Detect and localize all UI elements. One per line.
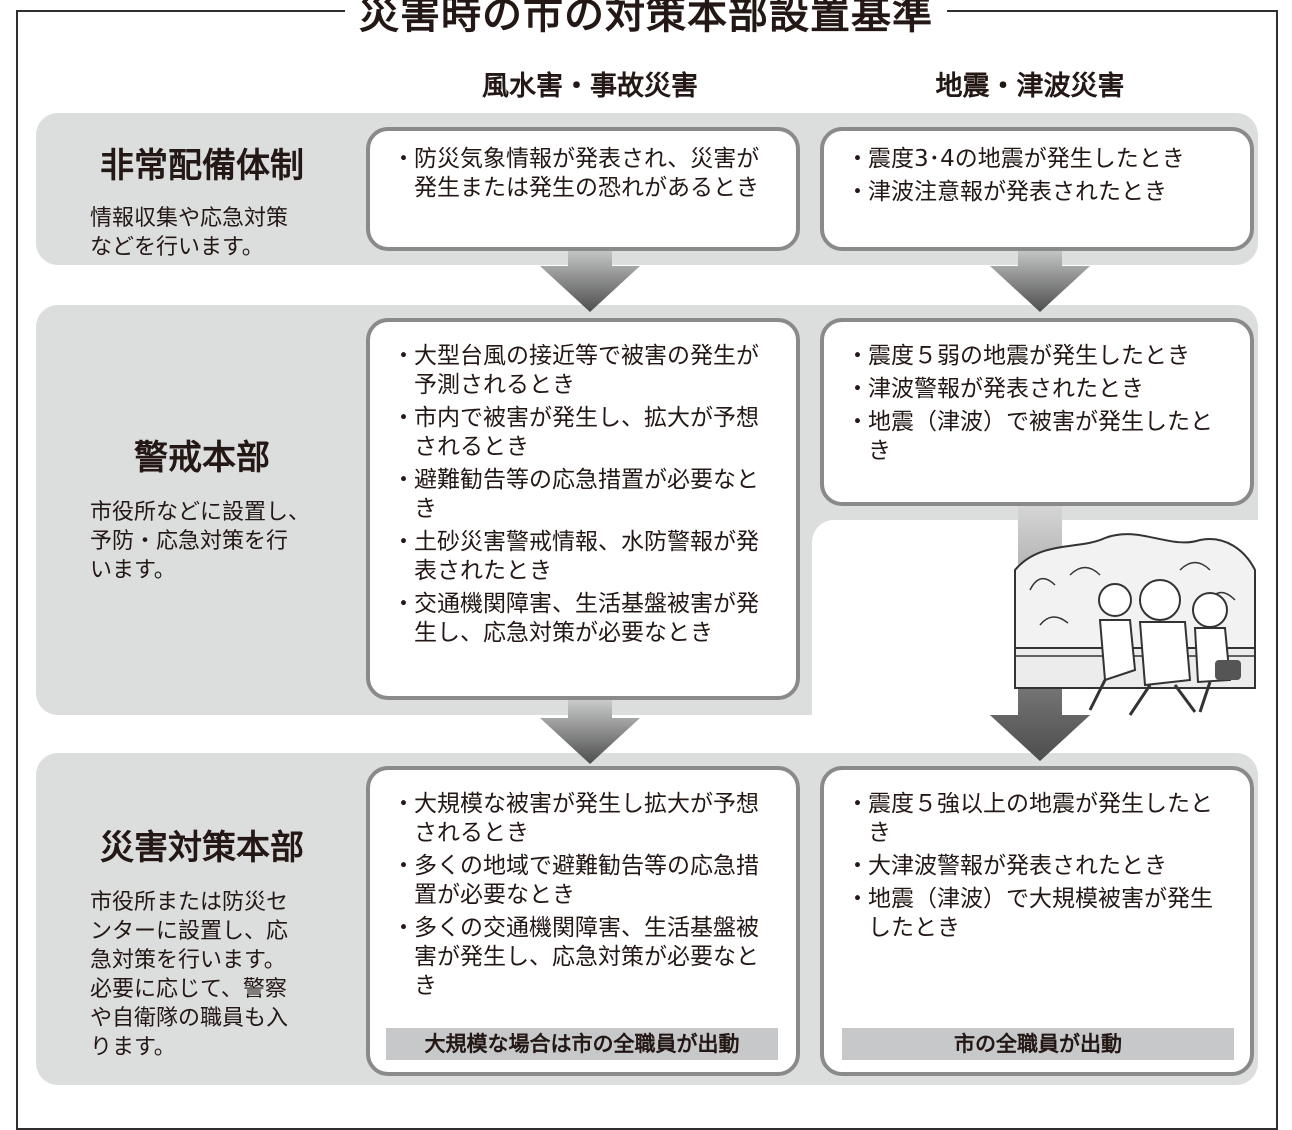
- level-desc-line: 情報収集や応急対策: [90, 206, 289, 231]
- down-arrow-icon: [990, 248, 1090, 312]
- level-desc-1: 情報収集や応急対策 などを行います。: [90, 204, 288, 262]
- level-desc-line: 市役所などに設置し、: [90, 500, 311, 525]
- criteria-card-quake-1: 震度3･4の地震が発生したとき 津波注意報が発表されたとき: [820, 127, 1254, 251]
- criteria-card-storm-3: 大規模な被害が発生し拡大が予想されるとき 多くの地域で避難勧告等の応急措置が必要…: [366, 766, 800, 1076]
- level-desc-2: 市役所などに設置し、 予防・応急対策を行 います。: [90, 498, 310, 585]
- level-desc-line: ンターに設置し、応: [90, 919, 289, 944]
- level-desc-line: や自衛隊の職員も入: [90, 1006, 289, 1031]
- level-title-3: 災害対策本部: [100, 828, 304, 868]
- down-arrow-icon: [540, 248, 640, 312]
- criteria-item: 多くの地域で避難勧告等の応急措置が必要なとき: [392, 852, 778, 910]
- criteria-item: 避難勧告等の応急措置が必要なとき: [392, 466, 778, 524]
- staff-note-quake: 市の全職員が出動: [842, 1028, 1234, 1060]
- staff-note-storm: 大規模な場合は市の全職員が出動: [386, 1028, 778, 1060]
- page-title-wrap: 災害時の市の対策本部設置基準: [0, 0, 1292, 40]
- level-desc-line: 予防・応急対策を行: [90, 529, 289, 554]
- down-arrow-icon: [540, 700, 640, 764]
- level-title-2: 警戒本部: [134, 438, 270, 478]
- criteria-item: 市内で被害が発生し、拡大が予想されるとき: [392, 404, 778, 462]
- level-desc-3: 市役所または防災セ ンターに設置し、応 急対策を行います。 必要に応じて、警察 …: [90, 888, 288, 1062]
- column-header-storm: 風水害・事故災害: [482, 71, 698, 102]
- column-header-quake: 地震・津波災害: [935, 71, 1125, 102]
- criteria-item: 大津波警報が発表されたとき: [846, 852, 1232, 881]
- page-title: 災害時の市の対策本部設置基準: [345, 0, 947, 38]
- criteria-item: 大規模な被害が発生し拡大が予想されるとき: [392, 790, 778, 848]
- criteria-card-quake-3: 震度５強以上の地震が発生したとき 大津波警報が発表されたとき 地震（津波）で大規…: [820, 766, 1254, 1076]
- criteria-card-quake-2: 震度５弱の地震が発生したとき 津波警報が発表されたとき 地震（津波）で被害が発生…: [820, 318, 1254, 506]
- level-desc-line: 必要に応じて、警察: [90, 977, 287, 1002]
- criteria-item: 地震（津波）で被害が発生したとき: [846, 408, 1232, 466]
- level-desc-line: います。: [90, 558, 176, 583]
- level-title-1: 非常配備体制: [100, 146, 304, 186]
- criteria-item: 震度５弱の地震が発生したとき: [846, 342, 1232, 371]
- criteria-item: 大型台風の接近等で被害の発生が予測されるとき: [392, 342, 778, 400]
- criteria-item: 防災気象情報が発表され、災害が発生または発生の恐れがあるとき: [392, 145, 778, 203]
- family-fleeing-tsunami-illustration-icon: [1014, 533, 1256, 716]
- criteria-item: 震度５強以上の地震が発生したとき: [846, 790, 1232, 848]
- level-desc-line: 急対策を行います。: [90, 948, 286, 973]
- criteria-item: 土砂災害警戒情報、水防警報が発表されたとき: [392, 528, 778, 586]
- criteria-item: 地震（津波）で大規模被害が発生したとき: [846, 885, 1232, 943]
- level-desc-line: ります。: [90, 1035, 176, 1060]
- criteria-item: 津波注意報が発表されたとき: [846, 178, 1232, 207]
- criteria-item: 震度3･4の地震が発生したとき: [846, 145, 1232, 174]
- level-desc-line: 市役所または防災セ: [90, 890, 289, 915]
- criteria-card-storm-2: 大型台風の接近等で被害の発生が予測されるとき 市内で被害が発生し、拡大が予想され…: [366, 318, 800, 700]
- level-desc-line: などを行います。: [90, 235, 264, 260]
- criteria-item: 多くの交通機関障害、生活基盤被害が発生し、応急対策が必要なとき: [392, 914, 778, 1001]
- criteria-item: 津波警報が発表されたとき: [846, 375, 1232, 404]
- criteria-card-storm-1: 防災気象情報が発表され、災害が発生または発生の恐れがあるとき: [366, 127, 800, 251]
- criteria-item: 交通機関障害、生活基盤被害が発生し、応急対策が必要なとき: [392, 590, 778, 648]
